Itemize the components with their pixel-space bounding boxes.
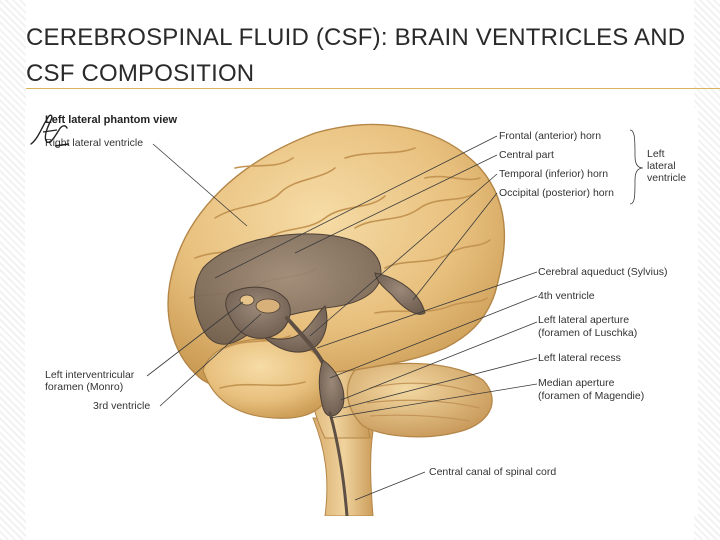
label-central-canal: Central canal of spinal cord xyxy=(429,466,557,478)
artist-signature xyxy=(30,114,70,147)
interventricular-foramen xyxy=(239,294,255,306)
cerebral-aqueduct-path xyxy=(285,316,325,365)
label-interventricular-foramen-line1: Left interventricular xyxy=(45,369,135,381)
brain-illustration-svg xyxy=(146,123,644,516)
label-left-lateral-recess: Left lateral recess xyxy=(538,352,621,364)
label-cerebral-aqueduct: Cerebral aqueduct (Sylvius) xyxy=(538,266,668,278)
leader-lines xyxy=(146,129,644,501)
label-lateral-aperture-line2: (foramen of Luschka) xyxy=(538,327,638,339)
label-median-aperture-line2: (foramen of Magendie) xyxy=(538,390,645,402)
label-central-part: Central part xyxy=(499,149,554,161)
brain-ventricles-illustration: Left lateral phantom view Right lateral … xyxy=(25,108,698,516)
title-underline xyxy=(26,88,720,89)
label-third-ventricle: 3rd ventricle xyxy=(93,400,151,412)
temporal-lobe xyxy=(202,338,332,419)
ventricular-system xyxy=(194,233,426,516)
label-right-lateral-ventricle: Right lateral ventricle xyxy=(45,137,144,149)
label-temporal-horn: Temporal (inferior) horn xyxy=(499,168,609,180)
label-lateral-aperture-line1: Left lateral aperture xyxy=(538,314,630,326)
decorative-left-band xyxy=(0,0,26,540)
occipital-horn xyxy=(374,272,426,315)
label-fourth-ventricle: 4th ventricle xyxy=(538,290,595,302)
slide-title: CEREBROSPINAL FLUID (CSF): BRAIN VENTRIC… xyxy=(26,24,686,87)
spinal-cord xyxy=(312,417,376,516)
decorative-right-band xyxy=(694,0,720,540)
central-canal xyxy=(328,411,349,516)
label-occipital-horn: Occipital (posterior) horn xyxy=(499,187,614,199)
label-frontal-horn: Frontal (anterior) horn xyxy=(499,130,602,142)
massa-intermedia xyxy=(255,298,281,314)
label-left-lateral-ventricle: Left lateral ventricle xyxy=(647,148,687,184)
label-interventricular-foramen-line2: foramen (Monro) xyxy=(45,381,124,393)
view-title: Left lateral phantom view xyxy=(45,114,178,126)
label-median-aperture-line1: Median aperture xyxy=(538,377,615,389)
